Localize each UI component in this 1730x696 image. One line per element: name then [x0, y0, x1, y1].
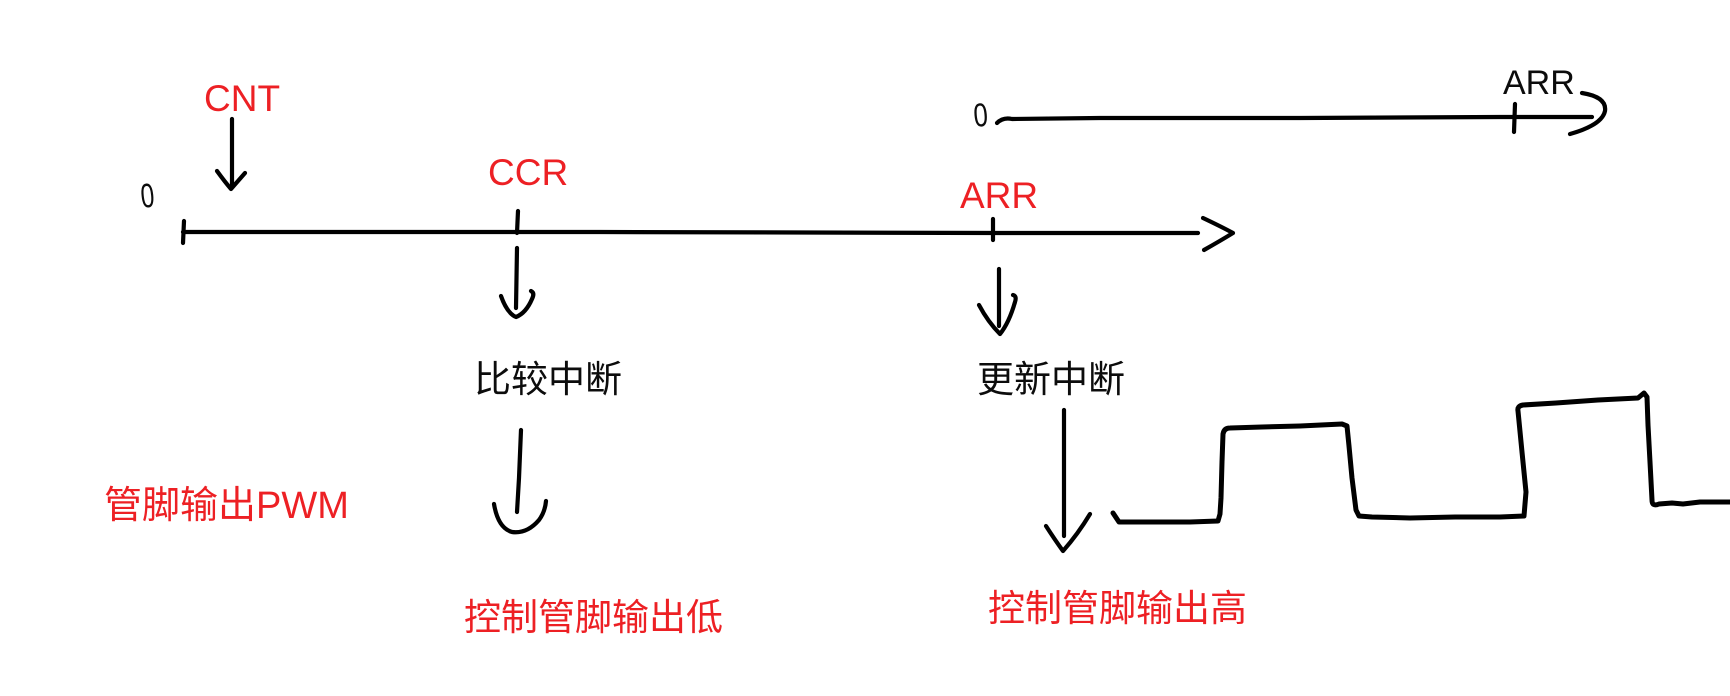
top-axis-line — [994, 114, 1595, 126]
pin-output-pwm-label: 管脚输出PWM — [104, 485, 349, 527]
ccr-down-arrow-icon — [498, 245, 536, 320]
top-axis-arr-tick — [1511, 101, 1518, 135]
ccr-tick — [514, 208, 521, 236]
cnt-down-arrow-icon — [214, 116, 248, 192]
arr-down-arrow-icon — [976, 266, 1018, 337]
ccr-label: CCR — [488, 152, 569, 193]
main-axis-arrowhead-icon — [1200, 215, 1236, 253]
arr-label: ARR — [960, 175, 1039, 216]
top-axis-zero-label: 0 — [971, 95, 990, 134]
pwm-waveform — [1110, 390, 1730, 525]
top-axis-arr-label: ARR — [1503, 64, 1575, 102]
update-to-high-arrow-icon — [1043, 407, 1093, 554]
compare-to-low-arrow-icon — [491, 427, 549, 535]
control-pin-low-label: 控制管脚输出低 — [464, 597, 723, 638]
cnt-label: CNT — [204, 78, 281, 119]
update-interrupt-label: 更新中断 — [977, 359, 1125, 400]
top-axis-arrowhead-icon — [1567, 90, 1608, 137]
compare-interrupt-label: 比较中断 — [474, 359, 622, 400]
control-pin-high-label: 控制管脚输出高 — [988, 588, 1247, 629]
main-axis-line — [180, 229, 1201, 236]
